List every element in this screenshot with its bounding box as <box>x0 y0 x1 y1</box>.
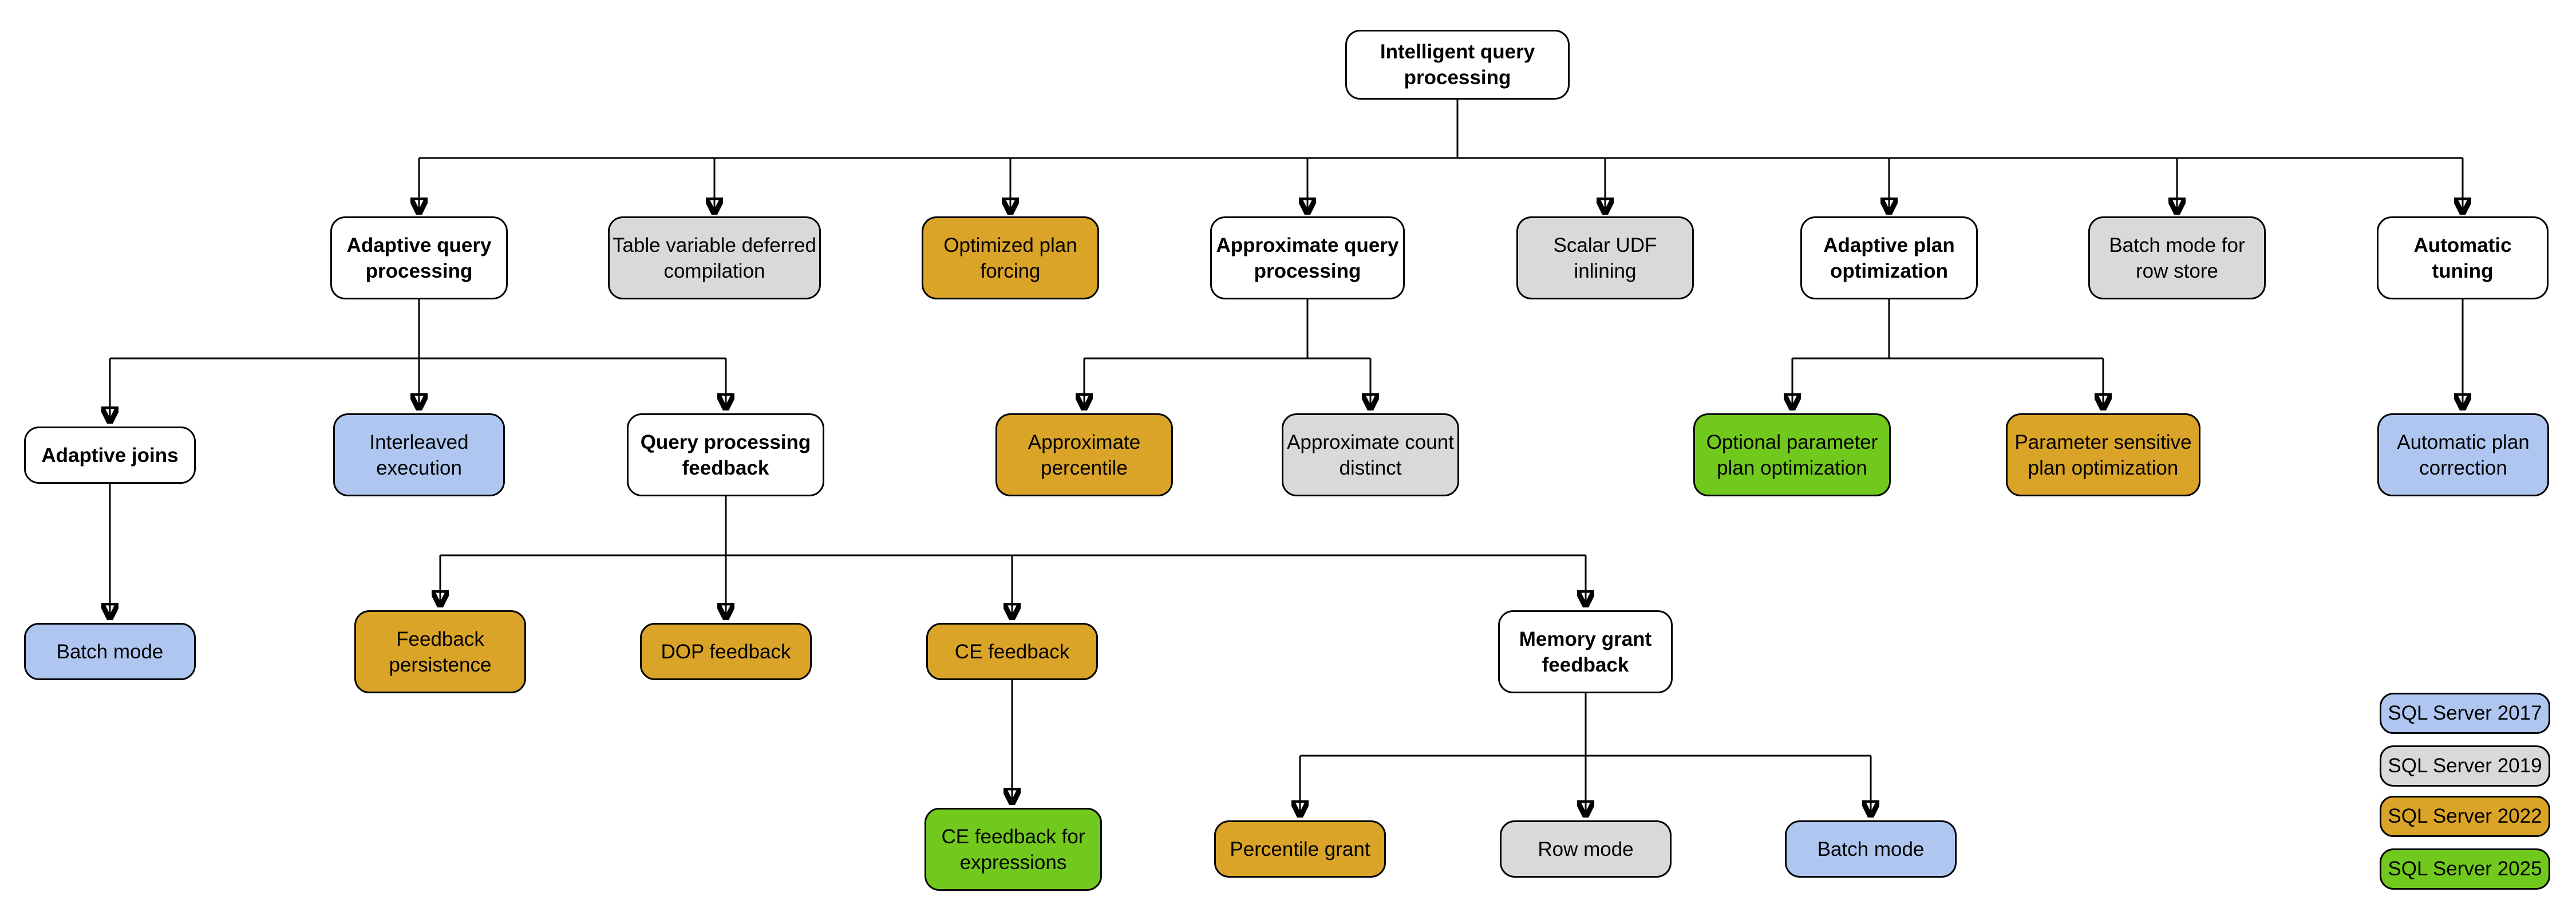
node-optional-parameter-plan-optimization: Optional parameter plan optimization <box>1693 413 1891 496</box>
node-label: Batch mode for row store <box>2109 234 2245 282</box>
legend-label: SQL Server 2019 <box>2388 755 2542 777</box>
node-label: Batch mode <box>56 640 164 663</box>
node-label: Approximate query processing <box>1216 234 1399 282</box>
node-label: Batch mode <box>1817 838 1925 860</box>
node-automatic-tuning: Automatic tuning <box>2377 216 2549 299</box>
node-adaptive-joins: Adaptive joins <box>24 427 196 484</box>
node-label: Feedback persistence <box>389 627 492 676</box>
node-label: Table variable deferred compilation <box>612 234 817 282</box>
node-intelligent-query-processing: Intelligent query processing <box>1345 30 1570 100</box>
legend-item-sql-server-2019: SQL Server 2019 <box>2380 745 2550 787</box>
node-label: Automatic tuning <box>2413 234 2512 282</box>
node-label: CE feedback for expressions <box>941 825 1085 874</box>
node-percentile-grant: Percentile grant <box>1214 820 1386 878</box>
node-ce-feedback: CE feedback <box>926 623 1098 680</box>
node-approximate-count-distinct: Approximate count distinct <box>1282 413 1459 496</box>
node-optimized-plan-forcing: Optimized plan forcing <box>922 216 1099 299</box>
node-label: Row mode <box>1538 838 1634 860</box>
node-adaptive-query-processing: Adaptive query processing <box>330 216 508 299</box>
node-scalar-udf-inlining: Scalar UDF inlining <box>1516 216 1694 299</box>
legend-label: SQL Server 2022 <box>2388 805 2542 827</box>
node-label: Memory grant feedback <box>1519 627 1652 676</box>
node-feedback-persistence: Feedback persistence <box>354 610 526 693</box>
node-table-variable-deferred-compilation: Table variable deferred compilation <box>608 216 821 299</box>
node-label: Scalar UDF inlining <box>1553 234 1657 282</box>
node-parameter-sensitive-plan-optimization: Parameter sensitive plan optimization <box>2006 413 2200 496</box>
node-label: Adaptive joins <box>41 444 179 467</box>
node-label: Automatic plan correction <box>2397 431 2530 479</box>
legend-label: SQL Server 2017 <box>2388 702 2542 724</box>
node-memory-grant-feedback: Memory grant feedback <box>1498 610 1673 693</box>
node-adaptive-plan-optimization: Adaptive plan optimization <box>1800 216 1978 299</box>
node-dop-feedback: DOP feedback <box>640 623 812 680</box>
node-label: Interleaved execution <box>369 431 469 479</box>
node-query-processing-feedback: Query processing feedback <box>627 413 824 496</box>
node-row-mode: Row mode <box>1500 820 1672 878</box>
legend-item-sql-server-2025: SQL Server 2025 <box>2380 848 2550 890</box>
node-label: Adaptive query processing <box>346 234 492 282</box>
node-label: Intelligent query processing <box>1380 41 1535 89</box>
node-batch-mode-adaptive-joins: Batch mode <box>24 623 196 680</box>
node-label: Approximate percentile <box>1028 431 1141 479</box>
node-label: Optional parameter plan optimization <box>1706 431 1878 479</box>
node-ce-feedback-for-expressions: CE feedback for expressions <box>924 808 1102 891</box>
legend-item-sql-server-2017: SQL Server 2017 <box>2380 693 2550 734</box>
node-automatic-plan-correction: Automatic plan correction <box>2377 413 2549 496</box>
legend-item-sql-server-2022: SQL Server 2022 <box>2380 796 2550 837</box>
node-label: DOP feedback <box>661 640 791 663</box>
node-label: Adaptive plan optimization <box>1823 234 1955 282</box>
node-approximate-percentile: Approximate percentile <box>995 413 1173 496</box>
node-label: Percentile grant <box>1230 838 1370 860</box>
node-batch-mode-for-row-store: Batch mode for row store <box>2088 216 2266 299</box>
legend-label: SQL Server 2025 <box>2388 858 2542 880</box>
node-batch-mode-memory-grant: Batch mode <box>1785 820 1957 878</box>
node-label: CE feedback <box>954 640 1070 663</box>
node-label: Parameter sensitive plan optimization <box>2014 431 2192 479</box>
node-label: Query processing feedback <box>640 431 811 479</box>
node-label: Optimized plan forcing <box>943 234 1077 282</box>
node-label: Approximate count distinct <box>1287 431 1454 479</box>
node-approximate-query-processing: Approximate query processing <box>1210 216 1405 299</box>
node-interleaved-execution: Interleaved execution <box>333 413 505 496</box>
